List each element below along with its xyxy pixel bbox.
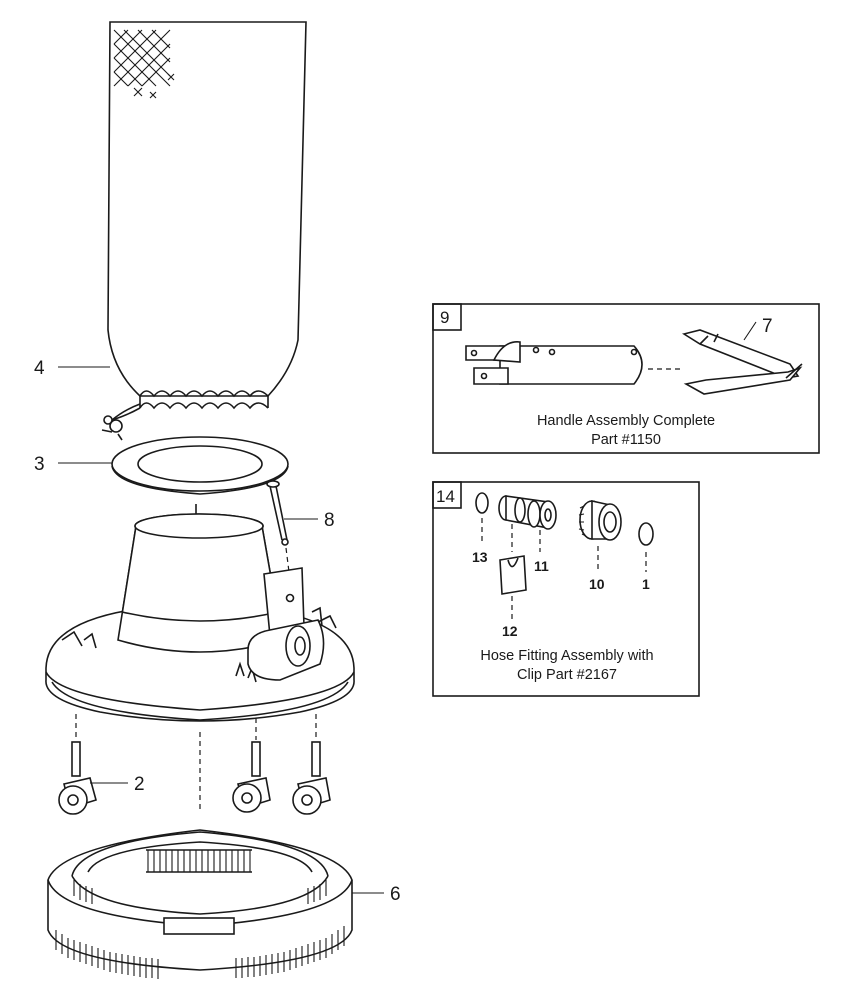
hose-nut xyxy=(578,500,622,541)
o-ring-1 xyxy=(638,522,654,546)
callout-11: 11 xyxy=(534,558,549,574)
handle-caption-line1: Handle Assembly Complete xyxy=(537,413,715,429)
hinge-pin xyxy=(266,480,290,573)
handle-caption-line2: Part #1150 xyxy=(591,432,661,448)
hose-fitting-box: 14 13 11 12 xyxy=(432,481,700,697)
callout-10: 10 xyxy=(589,576,605,592)
caster-left xyxy=(58,741,97,815)
handle-assembly-box: 9 7 Handle Assembly Complete Part #1150 xyxy=(432,303,820,454)
callout-13: 13 xyxy=(472,549,488,565)
hose-clip xyxy=(499,555,527,595)
callout-2: 2 xyxy=(134,774,145,795)
hose-caption-line1: Hose Fitting Assembly with xyxy=(480,648,653,664)
callout-8: 8 xyxy=(324,510,335,531)
callout-leader-7 xyxy=(743,321,757,341)
drawstring-tag xyxy=(101,403,141,441)
bag-drawstring-gather xyxy=(139,390,269,410)
box-number-14: 14 xyxy=(436,487,455,506)
callout-3: 3 xyxy=(34,454,45,475)
callout-12: 12 xyxy=(502,623,518,639)
callout-4: 4 xyxy=(34,358,45,379)
filter-bag xyxy=(101,21,307,441)
assembly-drop-lines xyxy=(75,714,317,812)
callout-7: 7 xyxy=(762,316,773,337)
o-ring-13 xyxy=(475,492,489,514)
bag-mesh-pattern xyxy=(113,29,175,99)
bumper-ring xyxy=(47,829,353,979)
box-number-9: 9 xyxy=(440,308,449,327)
handle-tube xyxy=(465,341,684,385)
caster-right xyxy=(292,741,331,815)
callout-1: 1 xyxy=(642,576,650,592)
tank-base xyxy=(45,504,355,722)
hose-fitting-body xyxy=(498,495,557,530)
handle-bail xyxy=(681,329,803,395)
callout-6: 6 xyxy=(390,884,401,905)
gasket-ring xyxy=(111,436,289,495)
caster-middle xyxy=(232,741,271,813)
hose-caption-line2: Clip Part #2167 xyxy=(517,667,617,683)
